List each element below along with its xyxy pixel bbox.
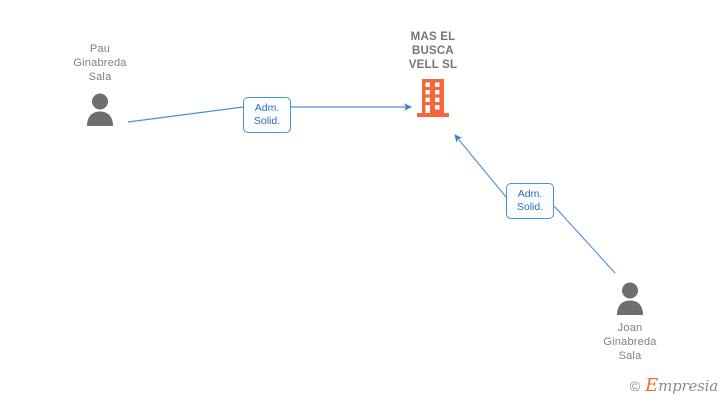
person-icon <box>87 93 113 126</box>
person-icon <box>617 282 643 315</box>
person-right-label: Joan Ginabreda Sala <box>603 322 657 362</box>
person-left-label: Pau Ginabreda Sala <box>73 43 127 83</box>
node-company-mas-el-busca-vell-sl[interactable]: MAS EL BUSCA VELL SL <box>385 30 481 117</box>
brand-wordmark: Empresia <box>645 375 718 396</box>
brand-lead-letter: E <box>645 375 659 396</box>
node-person-pau-ginabreda-sala[interactable]: Pau Ginabreda Sala <box>57 42 143 126</box>
company-label: MAS EL BUSCA VELL SL <box>408 31 458 71</box>
building-icon <box>417 79 449 117</box>
node-person-joan-ginabreda-sala[interactable]: Joan Ginabreda Sala <box>587 281 673 363</box>
brand-rest: mpresia <box>658 377 718 395</box>
edge-label-adm-solid-2[interactable]: Adm. Solid. <box>506 183 554 219</box>
edge-label-adm-solid-1[interactable]: Adm. Solid. <box>243 97 291 133</box>
watermark-empresia: © Empresia <box>629 375 718 396</box>
copyright-icon: © <box>629 378 641 394</box>
